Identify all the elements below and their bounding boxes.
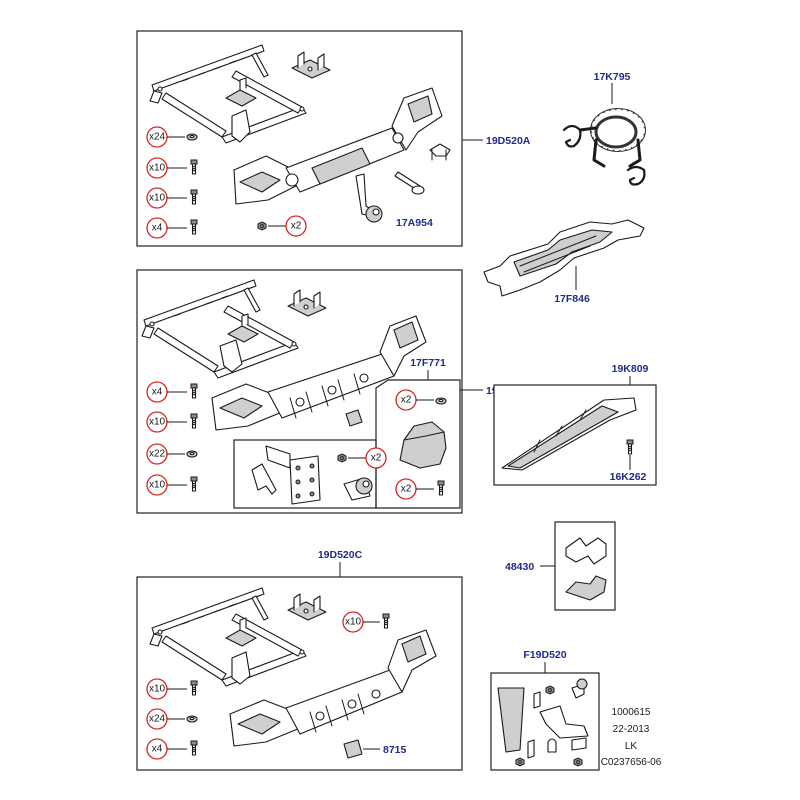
svg-text:x2: x2 [371, 453, 382, 464]
qty-nut-a: x2 [257, 215, 307, 237]
qty-bolt-c2: x4 [146, 738, 198, 760]
qty-bolt-a2: x10 [146, 187, 198, 209]
bracket-19k809: 19K809 16K262 [493, 363, 657, 486]
svg-text:17F846: 17F846 [554, 293, 590, 305]
svg-text:19D520C: 19D520C [318, 549, 363, 561]
trim-cover [399, 421, 447, 469]
qty-bolt-a1: x10 [146, 157, 198, 179]
panel-hitch-c: 19D520C x10 [136, 549, 463, 771]
svg-text:22-2013: 22-2013 [613, 724, 650, 735]
rubber-cap-b [345, 409, 363, 427]
side-plate-c [231, 651, 251, 685]
tow-ball-pin-a [394, 171, 425, 195]
svg-text:x10: x10 [149, 163, 166, 174]
svg-text:F19D520: F19D520 [523, 649, 566, 661]
svg-text:x22: x22 [149, 449, 166, 460]
ball-mount-plate [265, 445, 321, 505]
clips-48430: 48430 [505, 521, 616, 611]
callout-17a954: 17A954 [396, 217, 433, 229]
svg-text:x4: x4 [152, 223, 163, 234]
qty-washer-b: x22 [146, 443, 198, 465]
plug-8715: 8715 [343, 739, 407, 759]
svg-text:16K262: 16K262 [610, 471, 647, 483]
svg-text:x10: x10 [149, 480, 166, 491]
qty-bolt-b1: x4 [146, 381, 198, 403]
heat-shield: 17F846 [483, 219, 645, 305]
svg-text:x4: x4 [152, 744, 163, 755]
svg-text:17K795: 17K795 [594, 71, 631, 83]
callout-19d520a: 19D520A [462, 135, 531, 147]
accessory-kit-f19d520: F19D520 [490, 649, 600, 771]
svg-text:x2: x2 [401, 484, 412, 495]
svg-text:x2: x2 [401, 395, 412, 406]
svg-text:1000615: 1000615 [612, 707, 651, 718]
svg-text:x10: x10 [345, 617, 362, 628]
qty-bolt-c1: x10 [146, 678, 198, 700]
svg-text:17F771: 17F771 [410, 357, 446, 369]
side-plate-b [219, 339, 243, 373]
kit-nut: x2 [337, 447, 387, 469]
svg-text:x2: x2 [291, 221, 302, 232]
bolt-16k262: 16K262 [610, 439, 647, 483]
qty-bolt-b3: x10 [146, 474, 198, 496]
small-clip-a [429, 143, 451, 161]
kit-17f771: 17F771 x2 x2 [233, 357, 461, 509]
qty-washer-a: x24 [146, 126, 198, 148]
svg-text:x24: x24 [149, 132, 166, 143]
qty-bolt-a3: x4 [146, 217, 198, 239]
svg-text:x24: x24 [149, 714, 166, 725]
panel-hitch-a: x24 x10 x10 x4 x2 17A [136, 30, 463, 247]
svg-text:x10: x10 [149, 684, 166, 695]
svg-text:19K809: 19K809 [612, 363, 649, 375]
allen-key [251, 463, 277, 495]
panel-hitch-b: x4 x10 x22 x10 17F771 [136, 269, 463, 514]
drawing-reference-block: 1000615 22-2013 LK C0237656-06 [601, 707, 662, 768]
qty-bolt-b2: x10 [146, 411, 198, 433]
qty-washer-c: x24 [146, 708, 198, 730]
kit-washer: x2 [395, 389, 447, 411]
tow-rope: 17K795 [562, 71, 646, 186]
tow-bar-assembly-b [211, 315, 427, 431]
tow-bar-assembly-a [233, 87, 443, 223]
svg-text:8715: 8715 [383, 744, 407, 756]
side-plate-a [231, 109, 251, 143]
svg-text:x10: x10 [149, 193, 166, 204]
kit-bolt: x2 [395, 478, 445, 500]
svg-text:17A954: 17A954 [396, 217, 433, 229]
qty-bolt-c-top: x10 [342, 611, 390, 633]
svg-text:C0237656-06: C0237656-06 [601, 757, 662, 768]
svg-text:x4: x4 [152, 387, 163, 398]
tow-bar-assembly-c [229, 629, 437, 747]
tow-ball-b [343, 477, 373, 501]
svg-text:x10: x10 [149, 417, 166, 428]
svg-text:19D520A: 19D520A [486, 135, 531, 147]
svg-text:LK: LK [625, 741, 638, 752]
svg-text:48430: 48430 [505, 561, 534, 573]
